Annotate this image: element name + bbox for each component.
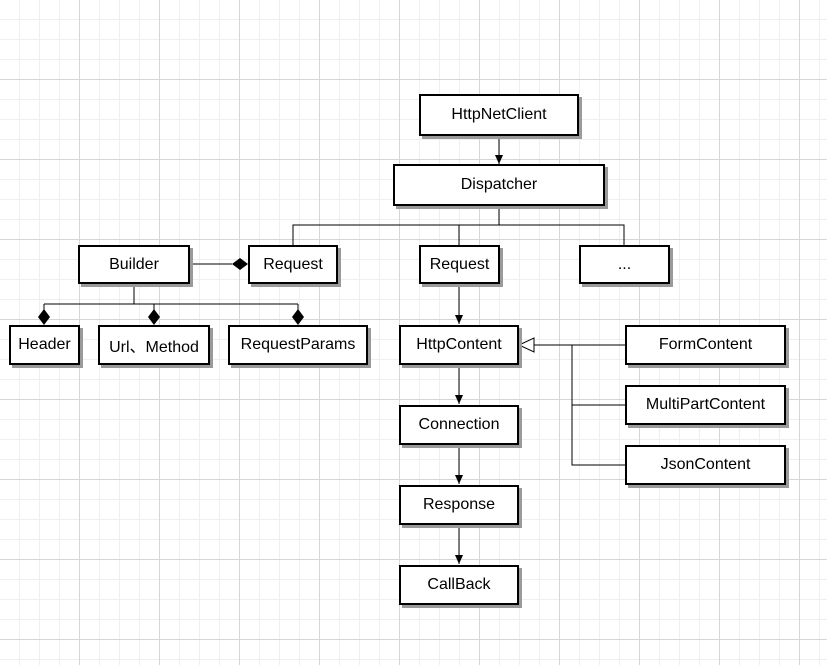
- more-node: ...: [579, 245, 670, 284]
- callback-node: CallBack: [399, 565, 519, 605]
- composition-diamond-request: [232, 258, 248, 270]
- formcontent-node: FormContent: [625, 325, 786, 365]
- connection-node: Connection: [399, 405, 519, 445]
- url-method-node: Url、Method: [98, 325, 210, 365]
- builder-node: Builder: [78, 245, 190, 284]
- request-node: Request: [419, 245, 500, 284]
- multipartcontent-node: MultiPartContent: [625, 385, 786, 425]
- request-builder-node: Request: [248, 245, 338, 284]
- header-node: Header: [9, 325, 80, 365]
- dispatcher-node: Dispatcher: [393, 164, 605, 206]
- jsoncontent-node: JsonContent: [625, 445, 786, 485]
- response-node: Response: [399, 485, 519, 525]
- composition-diamond-header: [38, 309, 50, 325]
- httpcontent-node: HttpContent: [399, 325, 519, 365]
- request-params-node: RequestParams: [228, 325, 368, 365]
- inheritance-triangle: [517, 337, 535, 353]
- composition-diamond-urlmethod: [148, 309, 160, 325]
- httpnetclient-node: HttpNetClient: [419, 94, 579, 136]
- composition-diamond-params: [292, 309, 304, 325]
- edge-json-httpcontent: [571, 405, 625, 466]
- edge-multipart-httpcontent: [571, 345, 625, 406]
